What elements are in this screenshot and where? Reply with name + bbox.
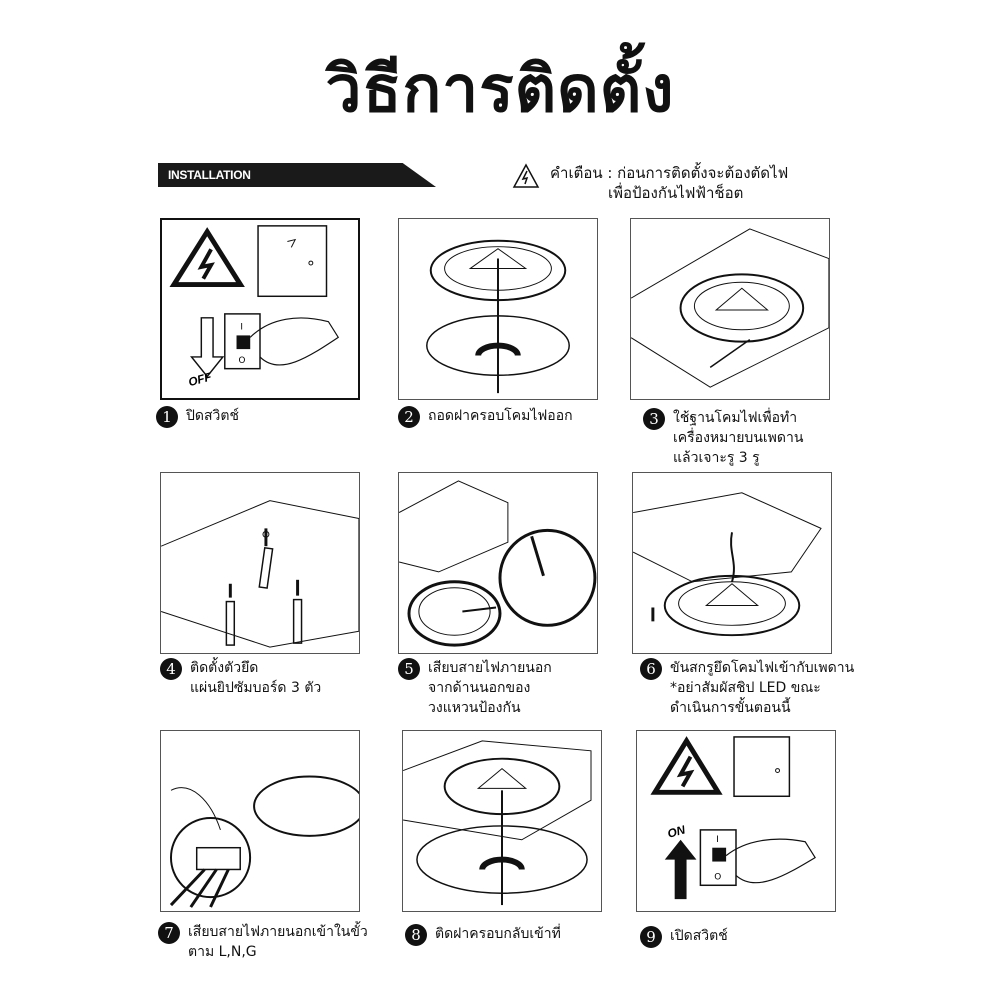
wall-switch <box>224 313 261 370</box>
arrow-up-icon <box>664 839 697 900</box>
breaker-box <box>257 225 328 298</box>
warning-line-1: คำเตือน : ก่อนการติดตั้งจะต้องตัดไฟ <box>550 164 789 182</box>
step-number: 9 <box>640 926 662 948</box>
step-4-illustration <box>160 472 360 654</box>
hand <box>249 317 340 366</box>
caption-line: ดำเนินการขั้นตอนนี้ <box>670 700 791 716</box>
banner-label: INSTALLATION <box>168 168 251 182</box>
switch-off-mark: O <box>238 356 245 366</box>
step-number: 2 <box>398 406 420 428</box>
step-5-caption: 5 เสียบสายไฟภายนอกจากด้านนอกของวงแหวนป้อง… <box>398 658 552 718</box>
switch-off-mark: O <box>714 872 721 882</box>
step-6-caption: 6 ขันสกรูยึดโคมไฟเข้ากับเพดาน *อย่าสัมผัสช… <box>640 658 854 718</box>
step-number: 7 <box>158 922 180 944</box>
step-number: 1 <box>156 406 178 428</box>
step-2-illustration <box>398 218 598 400</box>
magnify-circle <box>170 817 252 899</box>
breaker-box <box>733 736 791 798</box>
caption-line: ตาม L,N,G <box>188 944 257 960</box>
high-voltage-icon <box>169 227 245 287</box>
step-5-illustration <box>398 472 598 654</box>
caption-line: เสียบสายไฟภายนอก <box>428 660 552 676</box>
rotate-arrow-icon <box>479 856 525 870</box>
switch-on-mark: I <box>716 835 719 845</box>
step-7-caption: 7 เสียบสายไฟภายนอกเข้าในขั้วตาม L,N,G <box>158 922 368 962</box>
caption-line: *อย่าสัมผัสชิป LED ขณะ <box>670 680 821 696</box>
wall-switch <box>699 829 737 887</box>
magnify-circle <box>498 528 597 627</box>
terminal-block <box>195 846 241 871</box>
warning-triangle-icon <box>512 163 540 188</box>
step-number: 3 <box>643 408 665 430</box>
step-2-caption: 2 ถอดฝาครอบโคมไฟออก <box>398 406 573 428</box>
step-3-illustration <box>630 218 830 400</box>
step-9-caption: 9 เปิดสวิตช์ <box>640 926 728 948</box>
hand <box>725 838 816 884</box>
caption-line: ติดฝาครอบกลับเข้าที่ <box>435 926 561 942</box>
caption-line: ใช้ฐานโคมไฟเพื่อทำ <box>673 410 798 426</box>
caption-line: เสียบสายไฟภายนอกเข้าในขั้ว <box>188 924 368 940</box>
high-voltage-icon <box>650 736 723 795</box>
caption-line: วงแหวนป้องกัน <box>428 700 521 716</box>
page-title: วิธีการติดตั้ง <box>325 53 675 127</box>
step-6-illustration <box>632 472 832 654</box>
caption-line: แล้วเจาะรู 3 รู <box>673 450 760 466</box>
step-1-illustration: I O OFF <box>160 218 360 400</box>
step-4-caption: 4 ติดตั้งตัวยึดแผ่นยิปซัมบอร์ด 3 ตัว <box>160 658 321 698</box>
caption-line: เปิดสวิตช์ <box>670 928 728 944</box>
caption-line: ติดตั้งตัวยึด <box>190 660 259 676</box>
step-3-caption: 3 ใช้ฐานโคมไฟเพื่อทำเครื่องหมายบนเพดานแล้… <box>643 408 803 468</box>
step-8-illustration <box>402 730 602 912</box>
caption-line: ปิดสวิตช์ <box>186 408 239 424</box>
caption-line: ถอดฝาครอบโคมไฟออก <box>428 408 573 424</box>
switch-on-mark: I <box>240 323 243 333</box>
rotate-arrow-icon <box>475 342 521 357</box>
installation-banner: INSTALLATION <box>158 163 436 187</box>
step-8-caption: 8 ติดฝาครอบกลับเข้าที่ <box>405 924 561 946</box>
step-7-illustration <box>160 730 360 912</box>
off-label: OFF <box>187 370 214 389</box>
caption-line: ขันสกรูยึดโคมไฟเข้ากับเพดาน <box>670 660 855 676</box>
on-label: ON <box>666 822 687 840</box>
arrow-down-icon <box>190 317 225 378</box>
step-number: 5 <box>398 658 420 680</box>
caption-line: เครื่องหมายบนเพดาน <box>673 430 804 446</box>
caption-line: แผ่นยิปซัมบอร์ด 3 ตัว <box>190 680 322 696</box>
step-number: 8 <box>405 924 427 946</box>
caption-line: จากด้านนอกของ <box>428 680 531 696</box>
step-1-caption: 1 ปิดสวิตช์ <box>156 406 239 428</box>
step-9-illustration: I O ON <box>636 730 836 912</box>
step-number: 4 <box>160 658 182 680</box>
warning-line-2: เพื่อป้องกันไฟฟ้าช็อต <box>608 184 744 202</box>
step-number: 6 <box>640 658 662 680</box>
